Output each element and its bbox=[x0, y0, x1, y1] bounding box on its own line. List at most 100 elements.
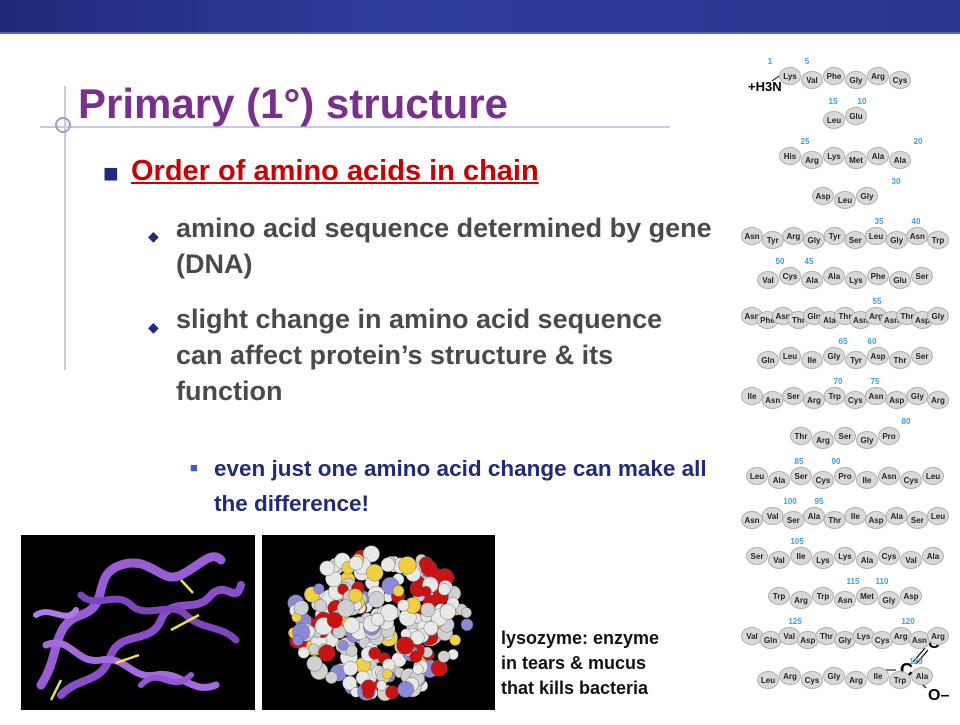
small-square-bullet-icon: ■ bbox=[190, 460, 198, 475]
amino-acid-label: Asn bbox=[775, 312, 790, 321]
atom-sphere bbox=[392, 585, 405, 597]
amino-acid-bead bbox=[834, 191, 856, 209]
amino-acid-label: Gly bbox=[850, 76, 863, 85]
amino-acid-label: Pro bbox=[882, 432, 895, 441]
amino-acid-bead bbox=[812, 471, 834, 489]
amino-acid-label: Thr bbox=[901, 312, 914, 321]
amino-acid-bead bbox=[900, 587, 922, 605]
amino-acid-label: Leu bbox=[931, 512, 945, 521]
amino-acid-label: Trp bbox=[932, 236, 945, 245]
amino-acid-bead bbox=[911, 667, 933, 685]
amino-acid-label: Trp bbox=[773, 592, 786, 601]
amino-acid-label: Gly bbox=[883, 596, 896, 605]
residue-number: 80 bbox=[902, 417, 911, 426]
amino-acid-bead bbox=[790, 591, 812, 609]
amino-acid-bead bbox=[885, 231, 908, 249]
amino-acid-label: Val bbox=[773, 556, 785, 565]
amino-acid-label: Asp bbox=[870, 352, 885, 361]
amino-acid-label: Ile bbox=[874, 672, 883, 681]
amino-acid-bead bbox=[801, 71, 823, 89]
amino-acid-label: Ile bbox=[851, 512, 860, 521]
amino-acid-label: Cys bbox=[893, 76, 908, 85]
amino-acid-bead bbox=[779, 267, 801, 285]
amino-acid-bead bbox=[801, 671, 823, 689]
amino-acid-label: Gly bbox=[861, 436, 874, 445]
amino-acid-label: Lys bbox=[838, 552, 852, 561]
residue-number: 15 bbox=[829, 97, 838, 106]
amino-acid-label: Ala bbox=[808, 512, 821, 521]
amino-acid-bead bbox=[823, 267, 845, 285]
atom-sphere bbox=[368, 591, 385, 608]
amino-acid-bead bbox=[867, 347, 889, 365]
amino-acid-label: Met bbox=[860, 592, 874, 601]
amino-acid-label: Thr bbox=[894, 356, 907, 365]
decor-vertical-line bbox=[64, 86, 66, 370]
amino-acid-label: Ala bbox=[823, 316, 836, 325]
amino-acid-bead bbox=[757, 271, 779, 289]
amino-acid-label: Ala bbox=[806, 276, 819, 285]
atom-sphere bbox=[385, 685, 399, 700]
amino-acid-bead bbox=[878, 467, 900, 485]
amino-acid-label: Gly bbox=[932, 312, 945, 321]
lysozyme-ribbon-image bbox=[21, 535, 255, 710]
amino-acid-bead bbox=[845, 351, 867, 369]
atom-sphere bbox=[410, 630, 425, 645]
amino-acid-bead bbox=[801, 271, 823, 289]
atom-sphere bbox=[368, 647, 381, 660]
amino-acid-label: Leu bbox=[783, 352, 797, 361]
amino-acid-bead bbox=[927, 231, 949, 249]
amino-acid-label: Asn bbox=[837, 596, 852, 605]
residue-number: 35 bbox=[875, 217, 884, 226]
amino-acid-bead bbox=[782, 227, 805, 245]
carbonyl-bond bbox=[912, 647, 926, 663]
residue-number: 100 bbox=[783, 497, 797, 506]
amino-acid-label: Arg bbox=[807, 396, 821, 405]
amino-acid-label: Ser bbox=[751, 552, 764, 561]
amino-acid-label: Ser bbox=[839, 432, 852, 441]
decor-horizontal-line bbox=[40, 126, 670, 128]
amino-acid-bead bbox=[812, 551, 834, 569]
amino-acid-label: Gln bbox=[761, 356, 774, 365]
amino-acid-label: Ala bbox=[927, 552, 940, 561]
amino-acid-label: Cys bbox=[816, 476, 831, 485]
amino-acid-bead bbox=[790, 427, 812, 445]
residue-number: 50 bbox=[776, 257, 785, 266]
residue-number: 65 bbox=[839, 337, 848, 346]
amino-acid-sequence-diagram: +H3N C O O– LysValPheGlyArgCysGluLeuHisA… bbox=[730, 36, 960, 720]
atom-sphere bbox=[380, 603, 399, 622]
amino-acid-bead bbox=[823, 67, 845, 85]
amino-acid-label: Val bbox=[806, 76, 818, 85]
atom-sphere bbox=[460, 607, 472, 619]
amino-acid-bead bbox=[845, 71, 867, 89]
amino-acid-bead bbox=[779, 147, 801, 165]
amino-acid-bead bbox=[834, 427, 856, 445]
atom-sphere bbox=[293, 600, 309, 616]
amino-acid-bead bbox=[906, 227, 929, 245]
amino-acid-bead bbox=[782, 387, 805, 405]
amino-acid-bead bbox=[889, 671, 911, 689]
amino-acid-label: Cys bbox=[805, 676, 820, 685]
residue-number: 5 bbox=[805, 57, 810, 66]
amino-acid-label: Thr bbox=[820, 632, 833, 641]
atom-sphere bbox=[397, 599, 410, 612]
amino-acid-bead bbox=[927, 307, 949, 325]
residue-number: 120 bbox=[901, 617, 915, 626]
amino-acid-bead bbox=[741, 227, 763, 245]
amino-acid-label: Asn bbox=[744, 312, 759, 321]
amino-acid-label: Thr bbox=[792, 316, 805, 325]
amino-acid-bead bbox=[856, 431, 878, 449]
amino-acid-label: Ala bbox=[828, 272, 841, 281]
atom-sphere bbox=[313, 599, 328, 613]
amino-acid-bead bbox=[779, 67, 801, 85]
amino-acid-label: Val bbox=[762, 276, 774, 285]
amino-acid-label: Ala bbox=[861, 556, 874, 565]
amino-acid-label: Asp bbox=[868, 516, 883, 525]
amino-acid-bead bbox=[823, 387, 846, 405]
amino-acid-label: Lys bbox=[827, 152, 841, 161]
amino-acid-bead bbox=[878, 547, 900, 565]
amino-acid-label: Ala bbox=[916, 672, 929, 681]
amino-acid-bead bbox=[856, 471, 878, 489]
caption-line: lysozyme: enzyme bbox=[501, 628, 660, 648]
amino-acid-bead bbox=[812, 187, 834, 205]
amino-acid-bead bbox=[746, 547, 768, 565]
